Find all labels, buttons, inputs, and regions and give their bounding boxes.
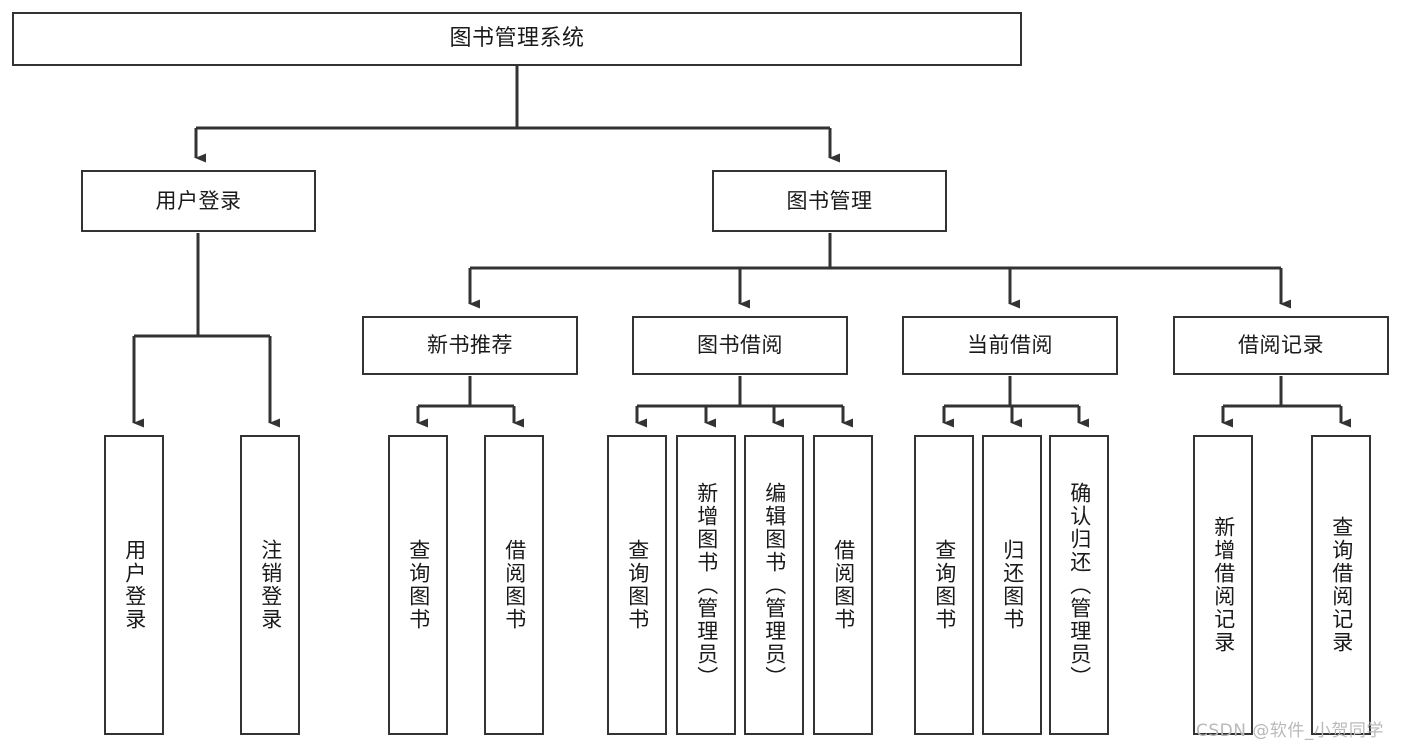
node-book-borrow[interactable]: 图书借阅 (632, 316, 848, 375)
node-label: 图书借阅 (697, 333, 783, 358)
node-label: 图书管理系统 (449, 26, 585, 52)
node-label: 归还图书 (1000, 539, 1025, 631)
node-label: 用户登录 (155, 188, 242, 213)
node-leaf-borrow-book[interactable]: 借阅图书 (813, 435, 873, 735)
node-label: 新增借阅记录 (1211, 516, 1236, 654)
node-label: 借阅记录 (1238, 333, 1324, 358)
node-label: 用户登录 (122, 539, 147, 631)
node-label: 图书管理 (786, 188, 873, 213)
node-root-system[interactable]: 图书管理系统 (12, 12, 1022, 66)
node-leaf-user-login[interactable]: 用户登录 (104, 435, 164, 735)
node-label: 查询图书 (406, 539, 431, 631)
node-label: 借阅图书 (502, 539, 527, 631)
node-current-borrow[interactable]: 当前借阅 (902, 316, 1118, 375)
node-label: 当前借阅 (967, 333, 1053, 358)
node-borrow-record[interactable]: 借阅记录 (1173, 316, 1389, 375)
node-leaf-query-book-rec[interactable]: 查询图书 (388, 435, 448, 735)
node-label: 编辑图书（管理员） (762, 481, 787, 689)
node-label: 查询图书 (625, 539, 650, 631)
node-leaf-borrow-book-rec[interactable]: 借阅图书 (484, 435, 544, 735)
node-label: 借阅图书 (831, 539, 856, 631)
node-new-book-recommend[interactable]: 新书推荐 (362, 316, 578, 375)
node-leaf-add-book-admin[interactable]: 新增图书（管理员） (676, 435, 736, 735)
node-label: 查询图书 (932, 539, 957, 631)
node-leaf-edit-book-admin[interactable]: 编辑图书（管理员） (744, 435, 804, 735)
node-leaf-query-borrow-record[interactable]: 查询借阅记录 (1311, 435, 1371, 735)
node-label: 新增图书（管理员） (694, 481, 719, 689)
node-leaf-logout-login[interactable]: 注销登录 (240, 435, 300, 735)
csdn-watermark: CSDN @软件_小贺同学 (1196, 721, 1384, 741)
node-book-manage[interactable]: 图书管理 (712, 170, 947, 232)
node-leaf-return-book[interactable]: 归还图书 (982, 435, 1042, 735)
node-leaf-confirm-return-admin[interactable]: 确认归还（管理员） (1049, 435, 1109, 735)
node-label: 注销登录 (258, 539, 283, 631)
node-user-login[interactable]: 用户登录 (81, 170, 316, 232)
node-leaf-query-book-borrow[interactable]: 查询图书 (607, 435, 667, 735)
node-label: 新书推荐 (427, 333, 513, 358)
node-leaf-query-book-current[interactable]: 查询图书 (914, 435, 974, 735)
node-label: 查询借阅记录 (1329, 516, 1354, 654)
node-leaf-add-borrow-record[interactable]: 新增借阅记录 (1193, 435, 1253, 735)
node-label: 确认归还（管理员） (1067, 481, 1092, 689)
